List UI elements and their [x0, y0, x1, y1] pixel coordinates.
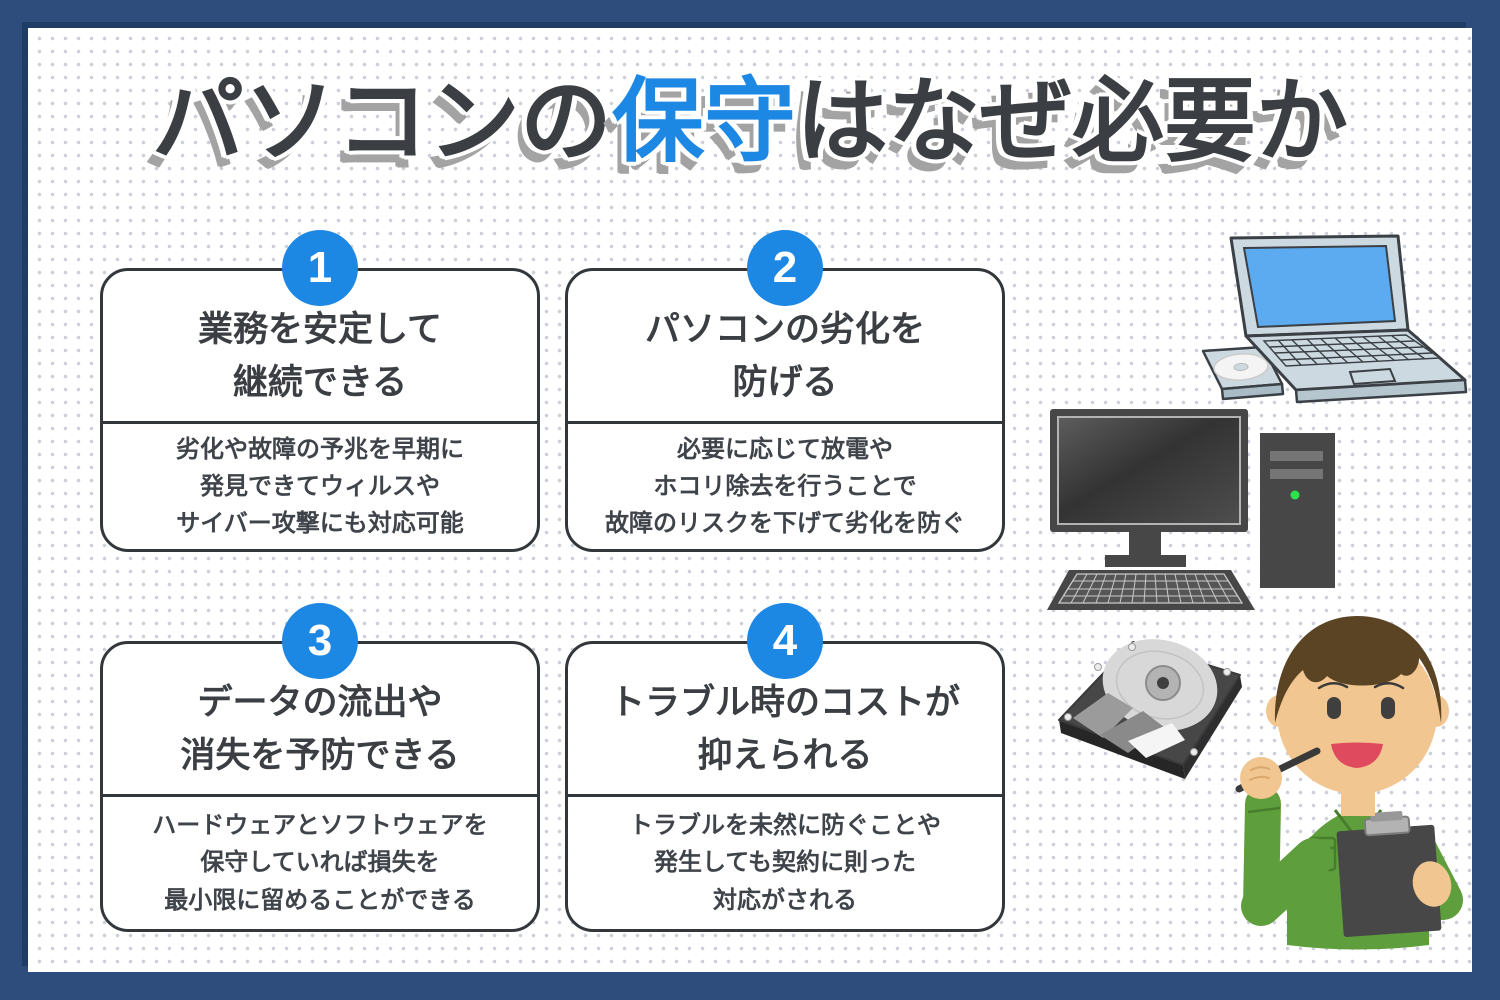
technician-fist — [1240, 757, 1282, 799]
card-title: パソコンの劣化を 防げる — [568, 271, 1002, 424]
monitor-base — [1105, 555, 1186, 567]
mouth — [1331, 742, 1383, 768]
monitor-stand — [1129, 532, 1161, 557]
cd-tray — [1201, 345, 1285, 401]
keyboard — [1047, 570, 1255, 610]
laptop-lid — [1229, 234, 1410, 338]
number-badge-1: 1 — [282, 230, 358, 306]
badge-number: 3 — [307, 616, 333, 665]
card-body: トラブルを未然に防ぐことや 発生しても契約に則った 対応がされる — [629, 812, 941, 914]
hard-disk-illustration — [1058, 639, 1242, 779]
title-part-3: はなぜ必要か — [796, 71, 1349, 173]
badge-number: 2 — [772, 243, 798, 292]
technician-left-hand — [1412, 861, 1452, 907]
reason-card-4: 4 トラブル時のコストが 抑えられる トラブルを未然に防ぐことや 発生しても契約… — [565, 603, 1005, 932]
eye — [1381, 697, 1395, 719]
monitor-screen — [1057, 416, 1241, 525]
eyebrows — [1317, 682, 1405, 690]
hdd-spindle — [1145, 665, 1181, 701]
desktop-computer-illustration — [1047, 409, 1335, 610]
clipboard — [1336, 810, 1442, 938]
reason-card-1: 1 業務を安定して 継続できる 劣化や故障の予兆を早期に 発見できてウィルスや … — [100, 230, 540, 552]
title-part-1: パソコンの — [151, 71, 612, 173]
number-badge-2: 2 — [747, 230, 823, 306]
card-body: 劣化や故障の予兆を早期に 発見できてウィルスや サイバー攻撃にも対応可能 — [176, 435, 464, 538]
cd-disc — [1213, 353, 1269, 381]
hair — [1274, 616, 1442, 723]
hdd-actuator-arm — [1073, 693, 1185, 758]
title-part-accent: 保守 — [611, 71, 796, 173]
hdd-screws — [1064, 643, 1231, 756]
card-title: トラブル時のコストが 抑えられる — [568, 644, 1002, 797]
laptop-touchpad — [1348, 367, 1397, 386]
number-badge-4: 4 — [747, 603, 823, 679]
technician-illustration — [1235, 616, 1463, 950]
laptop-keyboard — [1262, 334, 1443, 367]
tower-drive-slot — [1270, 451, 1323, 461]
tower-power-led — [1290, 490, 1300, 500]
content-area: パソコンの保守はなぜ必要か 1 業務を安定して 継続できる 劣化や故障の予兆を早… — [28, 28, 1472, 972]
reason-card-3: 3 データの流出や 消失を予防できる ハードウェアとソフトウェアを 保守していれ… — [100, 603, 540, 932]
pc-tower — [1260, 433, 1335, 588]
tower-drive-slot — [1270, 469, 1323, 479]
fist-finger-lines — [1249, 766, 1270, 781]
laptop-illustration — [1201, 234, 1468, 404]
eye — [1327, 697, 1341, 719]
badge-number: 1 — [307, 243, 333, 292]
laptop-base — [1244, 328, 1468, 404]
page-title: パソコンの保守はなぜ必要か — [28, 70, 1472, 176]
card-body: ハードウェアとソフトウェアを 保守していれば損失を 最小限に留めることができる — [152, 812, 488, 914]
card-title: データの流出や 消失を予防できる — [103, 644, 537, 797]
number-badge-3: 3 — [282, 603, 358, 679]
technician-raised-arm — [1241, 786, 1333, 926]
badge-number: 4 — [772, 616, 798, 665]
card-body: 必要に応じて放電や ホコリ除去を行うことで 故障のリスクを下げて劣化を防ぐ — [605, 435, 965, 538]
monitor — [1050, 409, 1248, 567]
card-title: 業務を安定して 継続できる — [103, 271, 537, 424]
technician-head — [1266, 616, 1449, 794]
reason-card-2: 2 パソコンの劣化を 防げる 必要に応じて放電や ホコリ除去を行うことで 故障の… — [565, 230, 1005, 552]
laptop-screen — [1242, 244, 1397, 329]
